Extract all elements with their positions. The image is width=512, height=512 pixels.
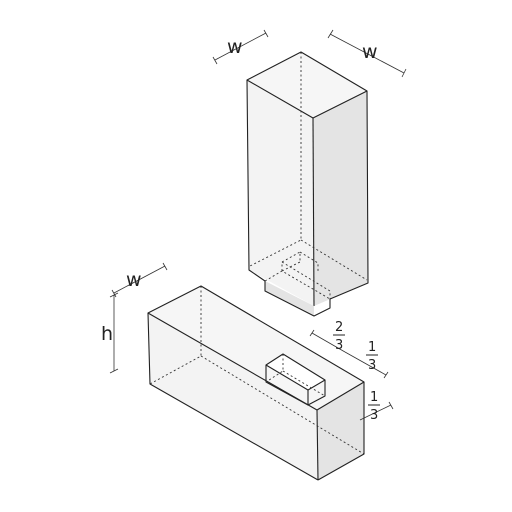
label-beam-height: h — [101, 323, 113, 345]
frac-depth-den: 3 — [370, 408, 378, 423]
dim-post-width-right: w — [327, 29, 407, 78]
mortise — [265, 353, 326, 406]
frac-tenon-num: 2 — [335, 320, 343, 335]
frac-tenon-den: 3 — [335, 338, 343, 353]
frac-offset-den: 3 — [368, 358, 376, 373]
label-post-width-right: w — [362, 41, 378, 63]
beam-left-face — [148, 313, 318, 480]
frac-depth-num: 1 — [370, 390, 378, 405]
post-right-face — [313, 91, 368, 306]
upper-post — [246, 51, 369, 317]
dim-mortise-offset: 1 3 — [344, 340, 389, 379]
label-beam-width: w — [126, 269, 142, 291]
beam-right-face — [317, 382, 364, 480]
frac-offset-num: 1 — [368, 340, 376, 355]
dim-beam-width: w — [111, 262, 168, 298]
tenon — [264, 251, 331, 317]
dim-tenon-length: 2 3 — [309, 320, 346, 353]
dim-mortise-depth: 1 3 — [359, 390, 394, 423]
dim-post-width-left: w — [212, 29, 269, 65]
label-post-width-left: w — [227, 36, 243, 58]
post-top-face — [247, 52, 367, 118]
lower-beam — [147, 285, 365, 481]
post-left-face — [247, 80, 314, 306]
dim-beam-height: h — [101, 292, 119, 374]
